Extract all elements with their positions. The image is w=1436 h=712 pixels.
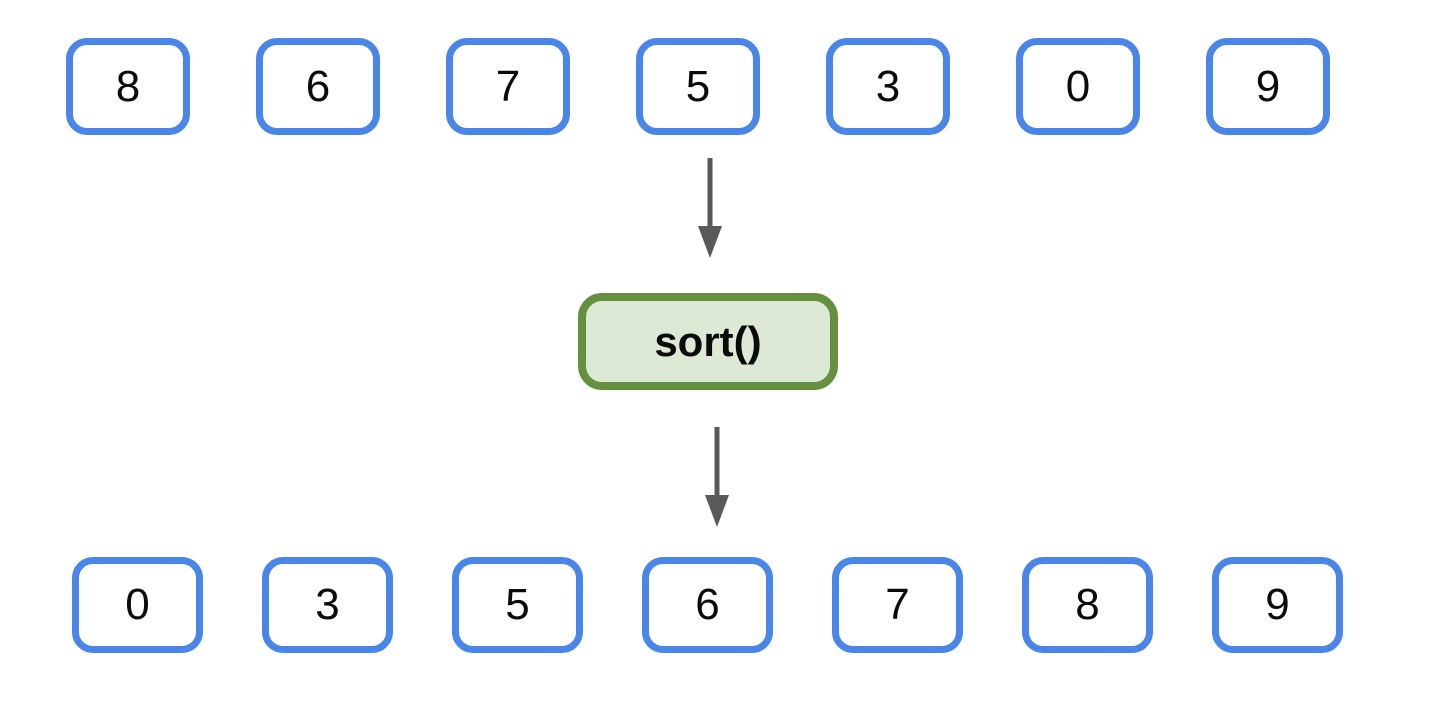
- output-array-box: 6: [642, 557, 773, 653]
- output-array-value: 3: [315, 580, 340, 629]
- arrow-down-icon: [705, 427, 729, 527]
- input-array-box: 7: [446, 38, 570, 135]
- output-array-value: 6: [695, 580, 720, 629]
- input-array-value: 9: [1255, 61, 1281, 111]
- input-array-value: 8: [115, 61, 141, 111]
- output-array-box: 5: [452, 557, 583, 653]
- output-array-box: 7: [832, 557, 963, 653]
- output-array-box: 0: [72, 557, 203, 653]
- input-array-box: 6: [256, 38, 380, 135]
- input-array-box: 5: [636, 38, 760, 135]
- input-array-value: 6: [305, 61, 331, 111]
- input-array-value: 5: [685, 61, 711, 111]
- input-array-value: 0: [1065, 61, 1091, 111]
- output-array-value: 0: [125, 580, 150, 629]
- input-array-value: 3: [875, 61, 901, 111]
- output-array-box: 9: [1212, 557, 1343, 653]
- input-array-box: 8: [66, 38, 190, 135]
- output-array-value: 7: [885, 580, 910, 629]
- sort-operation-label: sort(): [654, 317, 762, 365]
- input-array-box: 0: [1016, 38, 1140, 135]
- output-array-value: 9: [1265, 580, 1290, 629]
- sort-operation-box: sort(): [578, 293, 838, 390]
- output-array-row: 0 3 5 6 7 8 9: [72, 557, 1343, 653]
- output-array-value: 8: [1075, 580, 1100, 629]
- output-array-value: 5: [505, 580, 530, 629]
- input-array-box: 9: [1206, 38, 1330, 135]
- output-array-box: 8: [1022, 557, 1153, 653]
- input-array-value: 7: [495, 61, 521, 111]
- arrow-down-icon: [698, 158, 722, 258]
- input-array-box: 3: [826, 38, 950, 135]
- output-array-box: 3: [262, 557, 393, 653]
- input-array-row: 8 6 7 5 3 0 9: [66, 38, 1330, 135]
